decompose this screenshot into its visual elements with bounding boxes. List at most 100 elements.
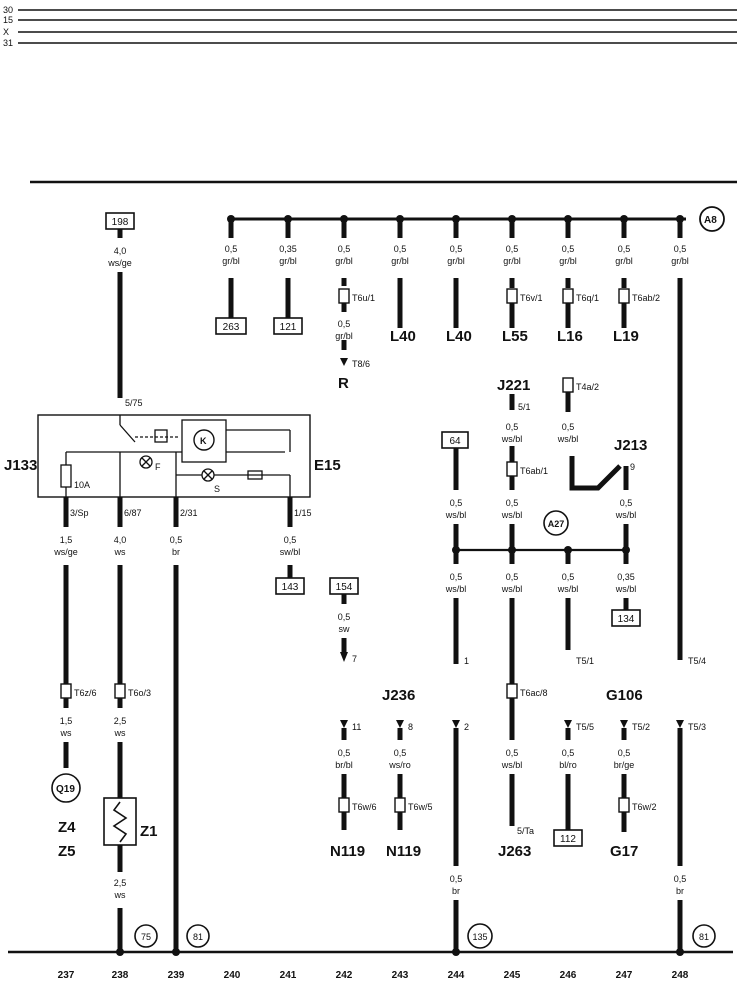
wire-j221-lower-size: 0,5: [506, 498, 519, 508]
q19-circle: [51, 773, 81, 803]
wire-j133-1-color: ws/ge: [53, 547, 78, 557]
conn-t5-2: T5/2: [632, 722, 650, 732]
component-l40-a: L40: [390, 328, 416, 345]
wire-j133-4-size: 0,5: [284, 535, 297, 545]
wire-j221-color: ws/bl: [501, 434, 523, 444]
conn-t6w2: T6w/2: [632, 802, 657, 812]
wire-a8-4-color: gr/bl: [391, 256, 409, 266]
ground-135-label: 135: [472, 932, 487, 942]
connector-symbols-a8: [338, 288, 630, 304]
terminal-154-label: 154: [336, 582, 353, 593]
wire-gnd81-size: 0,5: [674, 874, 687, 884]
wire-a27-1-size: 0,5: [450, 572, 463, 582]
a27-connector-circle: [543, 510, 569, 536]
connector-t4a2: [562, 377, 574, 393]
terminal-box-134: [611, 609, 641, 627]
wire-a8-5-color: gr/bl: [447, 256, 465, 266]
component-l55: L55: [502, 328, 528, 345]
wire-a8-3-color: gr/bl: [335, 256, 353, 266]
wire-a8-8-size: 0,5: [618, 244, 631, 254]
conn-t6w6: T6w/6: [352, 802, 377, 812]
terminal-64-label: 64: [449, 436, 461, 447]
conn-t6q1: T6q/1: [576, 293, 599, 303]
wire-g17-size: 0,5: [618, 748, 631, 758]
conn-t6v1: T6v/1: [520, 293, 543, 303]
terminal-box-263: [215, 317, 247, 335]
bottom-number-239: 239: [168, 970, 185, 981]
a27-bus: [452, 524, 630, 554]
lamp-s-icon: [201, 468, 215, 482]
relay-internals: [60, 415, 291, 497]
component-n119-a: N119: [330, 843, 365, 860]
conn-5-ta: 5/Ta: [517, 826, 534, 836]
wire-198-color: ws/ge: [107, 258, 132, 268]
wire-n119a-size: 0,5: [338, 748, 351, 758]
component-z5: Z5: [58, 843, 76, 860]
component-j213: J213: [614, 437, 647, 454]
wire-q19-color: ws: [60, 728, 72, 738]
wire-j221-lower-color: ws/bl: [501, 510, 523, 520]
conn-t6z6: T6z/6: [74, 688, 97, 698]
lower-wire-labels: 0,5 br/bl 0,5 ws/ro 0,5 ws/bl 0,5 bl/ro …: [335, 748, 686, 896]
bottom-number-238: 238: [112, 970, 129, 981]
wire-a8-2-color: gr/bl: [279, 256, 297, 266]
ground-junctions: [116, 948, 684, 956]
component-j263: J263: [498, 843, 531, 860]
terminal-121-label: 121: [280, 322, 297, 333]
component-l19: L19: [613, 328, 639, 345]
wire-a27-4-color: ws/bl: [615, 584, 637, 594]
j133-wire-labels: 1,5 ws/ge 4,0 ws 0,5 br 0,5 sw/bl: [53, 535, 300, 557]
component-s: S: [214, 484, 220, 494]
wire-j263-size: 0,5: [506, 748, 519, 758]
wire-r-size: 0,5: [338, 319, 351, 329]
conn-t6w5: T6w/5: [408, 802, 433, 812]
ground-circle-135: [467, 923, 493, 949]
connector-t6ac8: [506, 683, 518, 699]
rail-label-30: 30: [3, 5, 13, 15]
bottom-number-245: 245: [504, 970, 521, 981]
a8-label: A8: [704, 215, 717, 226]
ground-81-right-label: 81: [699, 932, 709, 942]
component-j236: J236: [382, 687, 415, 704]
wire-gnd81-color: br: [676, 886, 684, 896]
conn-1: 1: [464, 656, 469, 666]
a8-lower-wires: [341, 303, 627, 328]
a8-connector-circle: [699, 206, 725, 232]
relay-coil-k: [193, 429, 215, 451]
wire-j133-3-color: br: [172, 547, 180, 557]
terminal-198-label: 198: [112, 217, 129, 228]
connectors-lower: [338, 797, 630, 813]
wire-a27-1-color: ws/bl: [445, 584, 467, 594]
wire-a8-4-size: 0,5: [394, 244, 407, 254]
component-r: R: [338, 375, 349, 392]
terminal-box-112: [553, 829, 583, 847]
wire-a8-3-size: 0,5: [338, 244, 351, 254]
wire-t4a-size: 0,5: [562, 422, 575, 432]
terminal-143-label: 143: [282, 582, 299, 593]
terminal-112-label: 112: [560, 834, 576, 845]
conn-t4a2: T4a/2: [576, 382, 599, 392]
connector-t6ab1: [506, 461, 518, 477]
a8-drop-wires: [228, 219, 683, 660]
bottom-number-240: 240: [224, 970, 241, 981]
j133-output-wires: [63, 497, 293, 952]
wire-z1-lower-size: 2,5: [114, 878, 127, 888]
wire-n119a-color: br/bl: [335, 760, 353, 770]
wire-j221-size: 0,5: [506, 422, 519, 432]
bottom-number-246: 246: [560, 970, 577, 981]
wire-j133-4-color: sw/bl: [280, 547, 301, 557]
heater-z1-icon: [112, 801, 128, 843]
bottom-number-247: 247: [616, 970, 633, 981]
conn-2-31: 2/31: [180, 508, 198, 518]
bottom-number-241: 241: [280, 970, 297, 981]
conn-8: 8: [408, 722, 413, 732]
component-l16: L16: [557, 328, 583, 345]
lower-wires: [341, 698, 683, 952]
wire-g17-color: br/ge: [614, 760, 635, 770]
conn-6-87: 6/87: [124, 508, 142, 518]
wire-a27-4-size: 0,35: [617, 572, 635, 582]
wire-64-size: 0,5: [450, 498, 463, 508]
wire-198-size: 4,0: [114, 246, 127, 256]
ground-75-label: 75: [141, 932, 151, 942]
